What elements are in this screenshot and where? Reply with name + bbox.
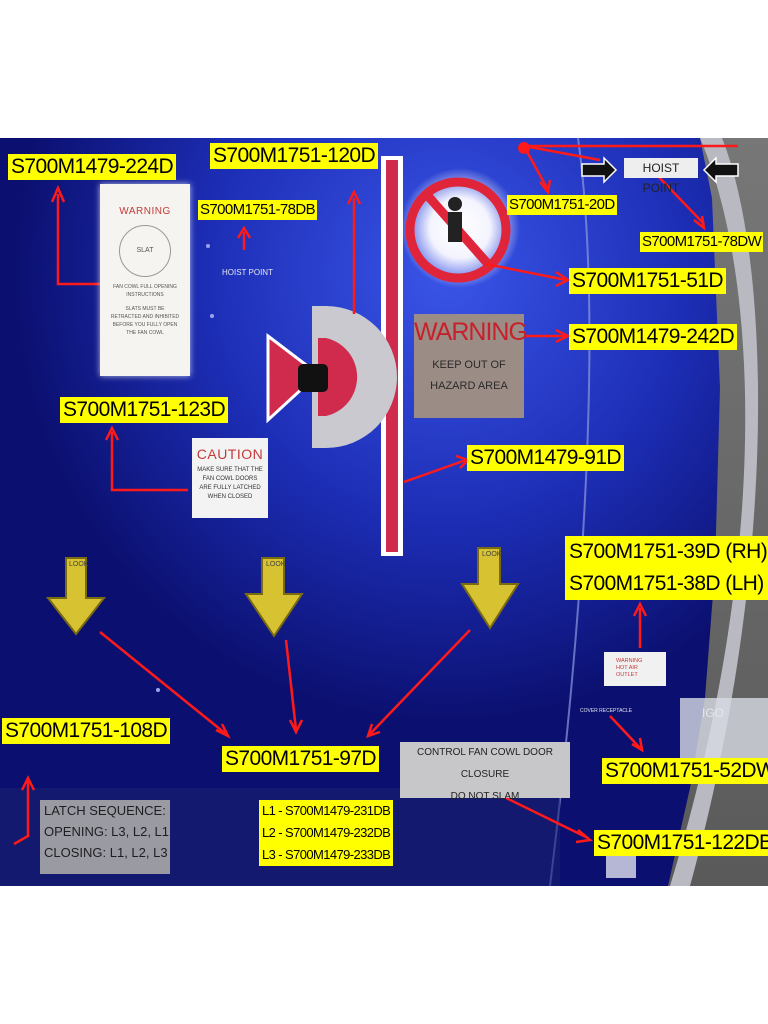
look-arrow-1-text: LOOK: [69, 561, 89, 568]
look-arrow-1: [45, 557, 107, 636]
latch-part-l1: L1 - S700M1479-231DB: [262, 803, 391, 818]
hoist-point-banner: HOIST POINT: [624, 158, 698, 195]
label-38d: S700M1751-38D (LH): [569, 572, 764, 595]
door-closure-placard: CONTROL FAN COWL DOOR CLOSURE DO NOT SLA…: [400, 742, 570, 802]
hot-air-warning-placard: WARNING HOT AIR OUTLET: [604, 652, 666, 686]
warning-instruction-placard: WARNING SLAT FAN COWL FULL OPENING INSTR…: [100, 184, 190, 376]
d-marking-red: [318, 338, 358, 416]
screw: [210, 314, 214, 318]
label-122db: S700M1751-122DB: [594, 830, 768, 856]
person-head: [448, 197, 462, 211]
hot-air-line-3: OUTLET: [616, 672, 638, 678]
look-arrow-2: [244, 557, 304, 638]
screw: [206, 244, 210, 248]
caution-placard: CAUTION MAKE SURE THAT THE FAN COWL DOOR…: [192, 438, 268, 518]
caution-text: MAKE SURE THAT THE FAN COWL DOORS ARE FU…: [197, 467, 263, 500]
look-arrow-3-text: LOOK: [482, 551, 502, 558]
arrow-origin: [518, 142, 530, 154]
latch-part-l2: L2 - S700M1479-232DB: [262, 825, 391, 840]
cover-receptacle-marking: COVER RECEPTACLE: [580, 708, 633, 714]
label-224d: S700M1479-224D: [8, 154, 177, 180]
background-vehicle-text: IGO: [702, 706, 725, 720]
look-arrow-2-text: LOOK: [266, 561, 286, 568]
person-figure: [448, 212, 462, 242]
label-78dw: S700M1751-78DW: [640, 232, 764, 252]
tug-vehicle: [680, 698, 768, 758]
latch-part-list: L1 - S700M1479-231DB L2 - S700M1479-232D…: [259, 800, 394, 866]
label-39d: S700M1751-39D (RH): [569, 540, 768, 563]
label-78db: S700M1751-78DB: [198, 200, 318, 220]
placard-title: WARNING: [119, 206, 171, 217]
closure-line-2: DO NOT SLAM: [450, 791, 520, 802]
red-triangle: [266, 332, 321, 424]
latch-part-l3: L3 - S700M1479-233DB: [262, 847, 391, 862]
hot-air-line-2: HOT AIR: [616, 665, 638, 671]
hazard-warning-placard: WARNING KEEP OUT OF HAZARD AREA: [414, 314, 528, 418]
closure-line-1: CONTROL FAN COWL DOOR CLOSURE: [417, 747, 553, 780]
photo-drawing: [0, 138, 768, 886]
hazard-title: WARNING: [414, 318, 528, 346]
caution-title: CAUTION: [196, 446, 264, 462]
hoist-left-arrow: [581, 156, 618, 184]
label-39d-38d: S700M1751-39D (RH) S700M1751-38D (LH): [565, 536, 768, 600]
hazard-line-2: HAZARD AREA: [430, 380, 508, 392]
label-20d: S700M1751-20D: [507, 195, 617, 215]
look-arrow-3: [460, 547, 520, 630]
inlet-hole: [298, 364, 328, 392]
label-91d: S700M1479-91D: [467, 445, 624, 471]
prohibition-ring: [405, 177, 511, 283]
placard-text: FAN COWL FULL OPENING INSTRUCTIONS: [113, 284, 177, 298]
label-108d: S700M1751-108D: [2, 718, 171, 744]
hot-air-line-1: WARNING: [616, 658, 643, 664]
latch-title: LATCH SEQUENCE:: [44, 803, 166, 818]
label-120d: S700M1751-120D: [210, 143, 379, 169]
label-51d: S700M1751-51D: [569, 268, 726, 294]
label-52dw: S700M1751-52DW: [602, 758, 768, 784]
latch-sequence-placard: LATCH SEQUENCE: OPENING: L3, L2, L1 CLOS…: [40, 800, 170, 874]
hoist-right-arrow: [702, 156, 739, 184]
latch-closing: CLOSING: L1, L2, L3: [44, 845, 168, 860]
red-arrows: [13, 144, 738, 846]
placard-text-secondary: SLATS MUST BE RETRACTED AND INHIBITED BE…: [110, 306, 180, 336]
screw: [156, 688, 160, 692]
label-242d: S700M1479-242D: [569, 324, 738, 350]
hazard-line-1: KEEP OUT OF: [432, 359, 506, 371]
latch-opening: OPENING: L3, L2, L1: [44, 824, 170, 839]
label-123d: S700M1751-123D: [60, 397, 229, 423]
slat-diagram: SLAT: [119, 225, 171, 277]
engine-cowl-photo: [0, 138, 768, 886]
hoist-point-marking: HOIST POINT: [222, 268, 273, 277]
label-97d: S700M1751-97D: [222, 746, 379, 772]
